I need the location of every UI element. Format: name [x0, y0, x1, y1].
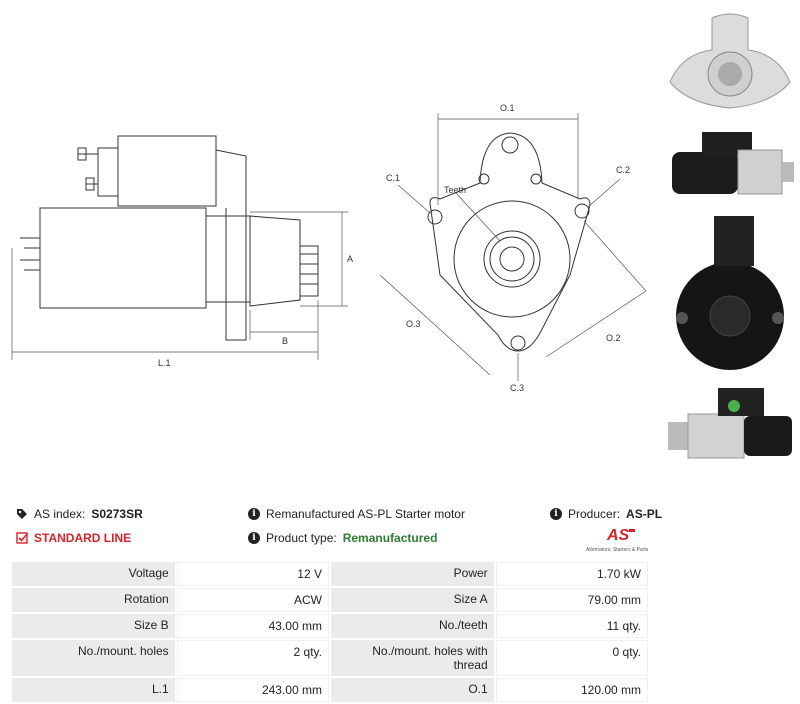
spec-value: 243.00 mm — [176, 678, 329, 702]
description-text: Remanufactured AS-PL Starter motor — [266, 507, 465, 521]
label-c2: C.2 — [616, 165, 630, 175]
checkbox-checked-icon — [16, 532, 28, 544]
product-photo-side — [672, 132, 794, 195]
info-icon: i — [248, 508, 260, 520]
spec-value: 11 qty. — [495, 614, 648, 638]
front-view-drawing: O.1 C.1 C.2 Teeth O.2 O.3 C.3 — [379, 103, 647, 393]
info-icon: i — [248, 532, 260, 544]
label-o3: O.3 — [406, 319, 421, 329]
label-a: A — [347, 254, 353, 264]
as-index-label: AS index: — [34, 507, 86, 521]
label-l1: L.1 — [158, 358, 171, 368]
spec-key: Size B — [12, 614, 175, 638]
producer: i Producer: AS-PL — [550, 507, 662, 521]
standard-line-label: STANDARD LINE — [34, 531, 132, 545]
spec-value: 2 qty. — [176, 640, 329, 676]
spec-key: No./teeth — [330, 614, 494, 638]
technical-drawings: L.1 B A O.1 C.1 C.2 — [11, 13, 794, 459]
label-c1: C.1 — [386, 173, 400, 183]
spec-key: Voltage — [12, 562, 175, 586]
spec-value: 0 qty. — [495, 640, 648, 676]
tag-icon — [17, 509, 27, 519]
spec-key: No./mount. holes — [12, 640, 175, 676]
product-photo-front — [669, 13, 791, 109]
producer-value: AS-PL — [626, 507, 663, 521]
info-icon: i — [550, 508, 562, 520]
spec-key: Rotation — [12, 588, 175, 612]
spec-value: 43.00 mm — [176, 614, 329, 638]
label-b: B — [282, 336, 288, 346]
producer-label: Producer: — [568, 507, 621, 521]
spec-value: 12 V — [176, 562, 329, 586]
label-o2: O.2 — [606, 333, 621, 343]
spec-value: 1.70 kW — [495, 562, 648, 586]
label-c3: C.3 — [510, 383, 524, 393]
spec-key: L.1 — [12, 678, 175, 702]
logo-text: AS — [606, 527, 630, 544]
spec-key: O.1 — [330, 678, 494, 702]
label-o1: O.1 — [500, 103, 515, 113]
spec-value: 120.00 mm — [495, 678, 648, 702]
product-type-value: Remanufactured — [342, 531, 438, 545]
description: i Remanufactured AS-PL Starter motor — [248, 507, 465, 521]
product-photo-angled — [668, 388, 792, 459]
spec-value: ACW — [176, 588, 329, 612]
product-photo-rear — [676, 216, 784, 370]
product-type: i Product type: Remanufactured — [248, 531, 437, 545]
label-teeth: Teeth — [444, 185, 466, 195]
spec-key: Power — [330, 562, 494, 586]
spec-key: No./mount. holes with thread — [330, 640, 494, 676]
as-index: AS index: S0273SR — [16, 507, 143, 521]
as-index-value: S0273SR — [91, 507, 143, 521]
side-view-drawing: L.1 B A — [11, 135, 353, 368]
as-pl-logo: AS Alternators, Starters & Parts — [586, 527, 649, 553]
product-type-label: Product type: — [266, 531, 337, 545]
spec-value: 79.00 mm — [495, 588, 648, 612]
spec-key: Size A — [330, 588, 494, 612]
standard-line: STANDARD LINE — [16, 531, 131, 545]
logo-tagline: Alternators, Starters & Parts — [586, 547, 649, 553]
